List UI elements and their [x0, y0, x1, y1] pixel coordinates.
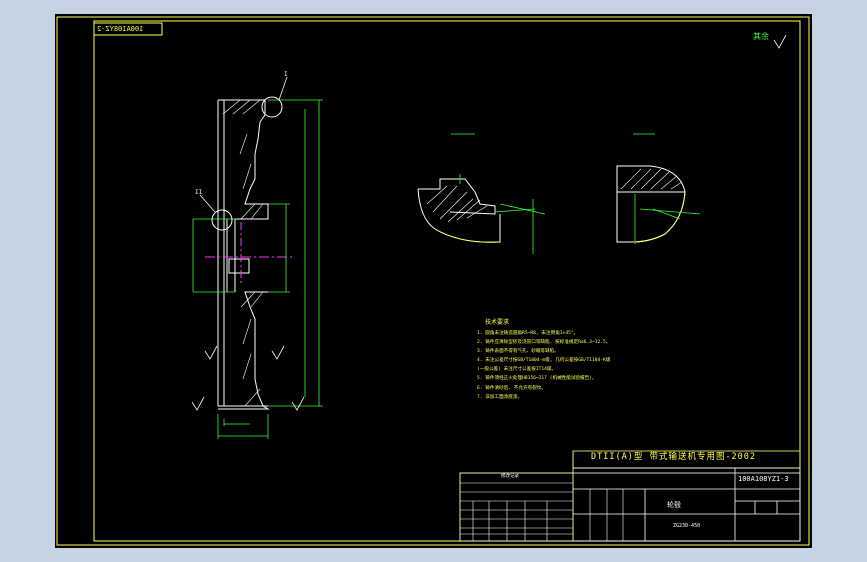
detail-1-hatching — [426, 185, 488, 223]
detail-circle-1 — [261, 96, 283, 118]
cad-viewport[interactable]: 100A108YZ-2 其余 I II 技术要求 1. 圆角未注铸造圆角R5~R… — [55, 14, 812, 548]
title-line: DTII(A)型 带式输送机专用图-2002 — [591, 452, 757, 462]
part-name: 轮毂 — [667, 501, 681, 509]
detail-2-hatching — [620, 168, 683, 190]
code-stamp-box — [93, 22, 163, 36]
tech-requirement-item: (一般公差) 未注尺寸公差按IT14级。 — [477, 367, 557, 373]
tech-requirement-item: 1. 圆角未注铸造圆角R5~R8, 未注倒角1×45°。 — [477, 331, 579, 336]
outer-border — [56, 16, 810, 546]
tech-requirements-list: 1. 圆角未注铸造圆角R5~R8, 未注倒角1×45°。 2. 铸件应清除型砂及… — [477, 331, 747, 405]
detail-label-2: II — [195, 189, 203, 196]
hub-section-view — [217, 99, 270, 410]
tech-requirements-title: 技术要求 — [485, 319, 510, 326]
change-table-header: 修改记录 — [501, 474, 519, 479]
title-block — [459, 450, 801, 542]
tech-requirement-item: 6. 铸件清砂后, 不允许有裂纹。 — [477, 385, 546, 391]
drawing-code-stamp: 100A108YZ-2 — [97, 25, 144, 33]
tech-requirement-item: 5. 铸件须经正火处理HB156~217 (机械性能试验报告)。 — [477, 376, 597, 382]
detail-1-dims — [451, 133, 546, 254]
tech-requirement-item: 4. 未注公差尺寸按GB/T1804-m级, 几何公差按GB/T1184-K级 — [477, 358, 611, 364]
drawing-number: 100A108YZ1-3 — [738, 475, 789, 483]
change-table — [459, 472, 624, 542]
inner-border — [93, 20, 801, 542]
detail-2-dims — [633, 133, 701, 244]
roughness-symbols — [191, 34, 787, 411]
tech-requirement-item: 7. 非加工面涂底漆。 — [477, 394, 523, 400]
roughness-other-note: 其余 — [753, 32, 769, 41]
drawing-canvas — [56, 16, 810, 546]
material: ZG230-450 — [673, 523, 701, 529]
detail-view-1 — [417, 178, 501, 243]
detail-circle-2 — [211, 209, 233, 231]
detail-label-1: I — [284, 71, 288, 78]
hub-hatching — [222, 99, 264, 407]
detail-view-2 — [616, 165, 686, 243]
dimension-lines — [192, 99, 323, 439]
tech-requirement-item: 3. 铸件表面不得有气孔、砂眼等缺陷。 — [477, 349, 559, 355]
tech-requirement-item: 2. 铸件应清除型砂及浇冒口等缺陷, 按标准规定Ra6.3~12.5。 — [477, 340, 611, 346]
